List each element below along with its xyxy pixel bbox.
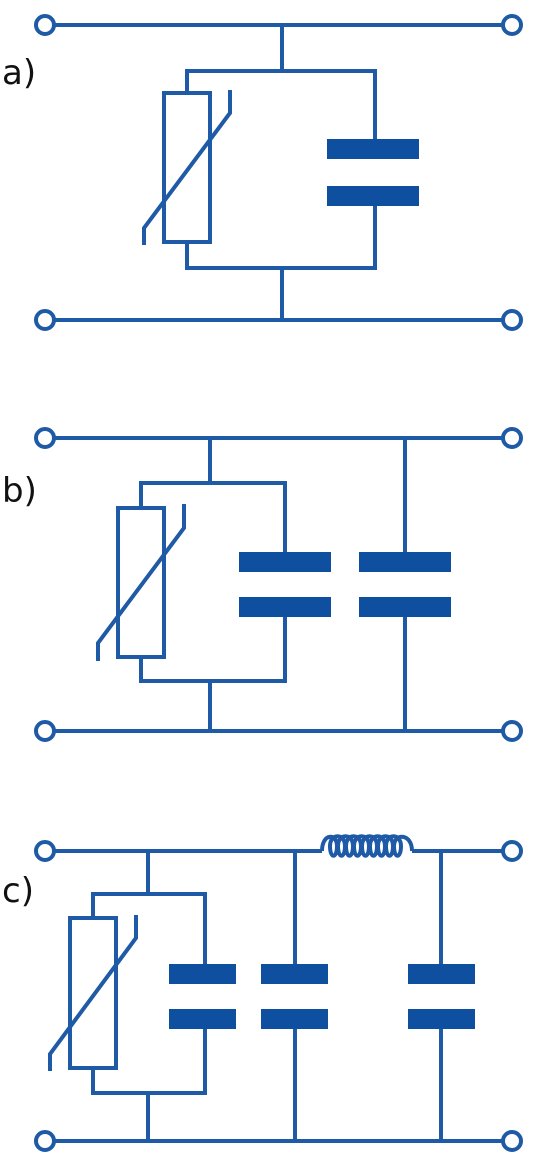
- capacitor-b2: [359, 552, 451, 617]
- panel-label-a: a): [2, 53, 36, 93]
- terminal-bottom-right-a[interactable]: [501, 309, 523, 331]
- capacitor-plate-top-a: [327, 139, 419, 159]
- terminal-bottom-right-c[interactable]: [501, 1130, 523, 1152]
- capacitor-plate-top-c1: [169, 964, 236, 984]
- varistor-a: [142, 90, 232, 245]
- terminal-bottom-left-a[interactable]: [34, 309, 56, 331]
- capacitor-plate-bottom-c2: [261, 1009, 328, 1029]
- capacitor-plate-top-c3: [408, 964, 475, 984]
- capacitor-plate-bottom-b2: [359, 597, 451, 617]
- capacitor-plate-bottom-b1: [239, 597, 331, 617]
- varistor-body-c: [68, 916, 118, 1070]
- capacitor-plate-top-c2: [261, 964, 328, 984]
- branch-lower-c: [91, 1025, 207, 1095]
- capacitor-plate-top-b2: [359, 552, 451, 572]
- capacitor-a: [327, 139, 419, 206]
- capacitor-c2: [261, 964, 328, 1029]
- terminal-bottom-right-b[interactable]: [501, 720, 523, 742]
- branch-upper-b: [139, 481, 287, 555]
- varistor-slash-c: [48, 915, 138, 1071]
- capacitor-plate-bottom-c3: [408, 1009, 475, 1029]
- terminal-top-left-a[interactable]: [34, 14, 56, 36]
- capacitor-c3: [408, 964, 475, 1029]
- varistor-c: [48, 915, 138, 1071]
- terminal-top-right-c[interactable]: [501, 840, 523, 862]
- terminal-top-right-a[interactable]: [501, 14, 523, 36]
- branch-upper-a: [185, 69, 377, 148]
- circuit-c: c): [2, 834, 523, 1152]
- capacitor-b1: [239, 552, 331, 617]
- capacitor-plate-bottom-a: [327, 186, 419, 206]
- panel-label-c: c): [2, 871, 34, 911]
- varistor-b: [96, 504, 186, 661]
- branch-upper-c: [91, 892, 207, 970]
- circuit-b: b): [2, 427, 523, 742]
- circuit-a: a): [2, 14, 523, 331]
- capacitor-plate-top-b1: [239, 552, 331, 572]
- branch-lower-a: [185, 205, 377, 270]
- varistor-slash-b: [96, 504, 186, 661]
- capacitor-c1: [169, 964, 236, 1029]
- varistor-body-b: [116, 506, 166, 659]
- varistor-slash-a: [142, 90, 232, 245]
- terminal-top-left-b[interactable]: [34, 427, 56, 449]
- capacitor-plate-bottom-c1: [169, 1009, 236, 1029]
- terminal-top-right-b[interactable]: [501, 427, 523, 449]
- panel-label-b: b): [2, 471, 37, 511]
- terminal-top-left-c[interactable]: [34, 840, 56, 862]
- terminal-bottom-left-b[interactable]: [34, 720, 56, 742]
- varistor-body-a: [162, 91, 212, 244]
- terminal-bottom-left-c[interactable]: [34, 1130, 56, 1152]
- branch-lower-b: [139, 612, 287, 683]
- inductor-c: [320, 834, 414, 858]
